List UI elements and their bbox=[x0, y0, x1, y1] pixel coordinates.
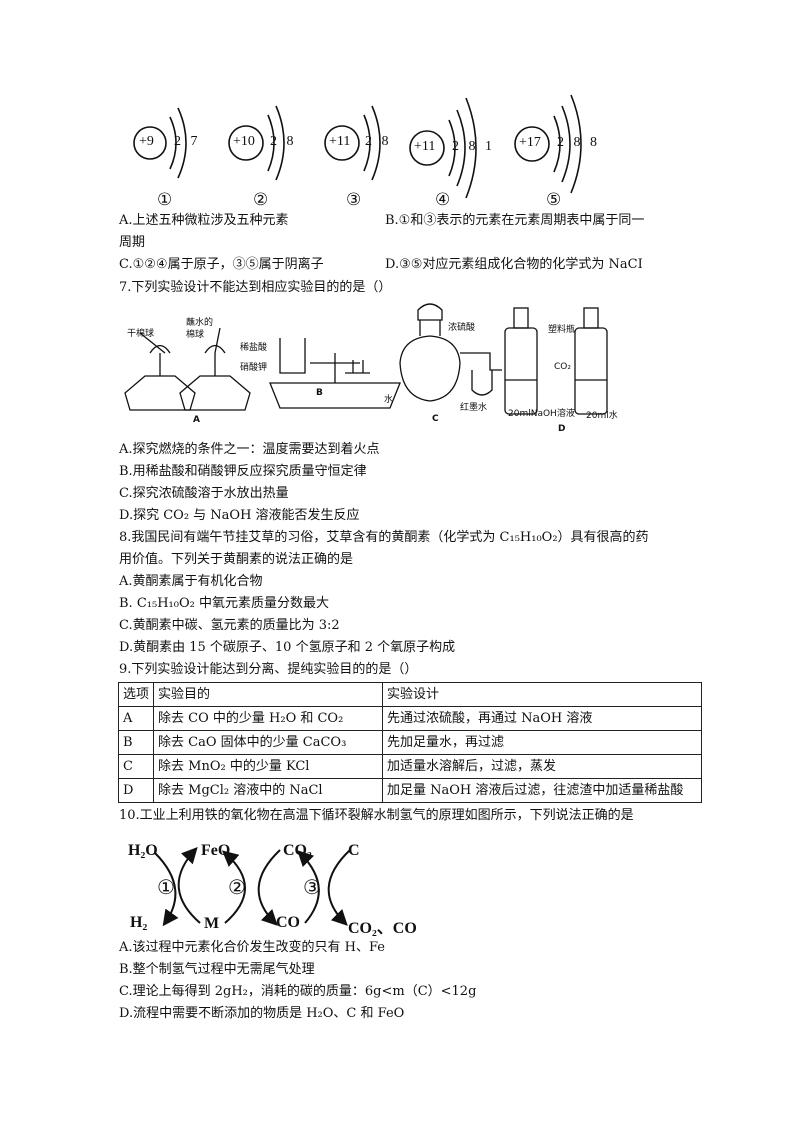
atom-4-index: ④ bbox=[435, 190, 451, 210]
q8-option-b: B. C₁₅H₁₀O₂ 中氧元素质量分数最大 bbox=[119, 596, 329, 611]
q7-option-d: D.探究 CO₂ 与 NaOH 溶液能否发生反应 bbox=[119, 508, 360, 523]
q7-option-b: B.用稀盐酸和硝酸钾反应探究质量守恒定律 bbox=[119, 464, 367, 479]
q8-stem: 8.我国民间有端午节挂艾草的习俗，艾草含有的黄酮素（化学式为 C₁₅H₁₀O₂）… bbox=[119, 530, 649, 545]
row-b-option: B bbox=[117, 730, 155, 755]
header-option: 选项 bbox=[117, 682, 155, 707]
q7-label-b: B bbox=[316, 388, 323, 398]
table-row: A 除去 CO 中的少量 H₂O 和 CO₂ 先通过浓硫酸，再通过 NaOH 溶… bbox=[117, 706, 703, 731]
atom-5-shells: 2 8 8 bbox=[557, 135, 600, 150]
table-row: D 除去 MgCl₂ 溶液中的 NaCl 加足量 NaOH 溶液后过滤，往滤渣中… bbox=[117, 778, 703, 803]
atom-5-index: ⑤ bbox=[546, 190, 562, 210]
q6-option-b: B.①和③表示的元素在元素周期表中属于同一 bbox=[385, 213, 645, 228]
row-a-design: 先通过浓硫酸，再通过 NaOH 溶液 bbox=[382, 706, 703, 731]
q7-label-a: A bbox=[193, 415, 200, 425]
q10-option-c: C.理论上每得到 2gH₂，消耗的碳的质量：6g<m（C）<12g bbox=[119, 984, 477, 999]
q6-option-b-cont: 周期 bbox=[119, 235, 146, 250]
q8-option-a: A.黄酮素属于有机化合物 bbox=[119, 574, 263, 589]
q8-option-d: D.黄酮素由 15 个碳原子、10 个氢原子和 2 个氧原子构成 bbox=[119, 640, 456, 655]
atom-3-shells: 2 8 bbox=[365, 134, 392, 149]
row-a-option: A bbox=[117, 706, 155, 731]
atom-4-shells: 2 8 1 bbox=[452, 139, 495, 154]
q10-option-a: A.该过程中元素化合价发生改变的只有 H、Fe bbox=[119, 940, 385, 955]
q7-label-d: D bbox=[558, 424, 566, 434]
atom-1-shells: 2 7 bbox=[174, 134, 201, 149]
atom-3-index: ③ bbox=[346, 190, 362, 210]
q7-apparatus-figure bbox=[124, 303, 608, 415]
atom-1-index: ① bbox=[157, 190, 173, 210]
q7-label-dry-cotton: 干棉球 bbox=[127, 329, 155, 339]
diagram-step-2: ② bbox=[228, 875, 246, 899]
diagram-co2-co: CO₂、CO bbox=[348, 920, 417, 937]
atom-2-shells: 2 8 bbox=[270, 134, 297, 149]
row-b-design: 先加足量水，再过滤 bbox=[382, 730, 703, 755]
row-b-purpose: 除去 CaO 固体中的少量 CaCO₃ bbox=[153, 730, 384, 755]
atom-5-nucleus: +17 bbox=[519, 135, 541, 150]
diagram-step-1: ① bbox=[157, 875, 175, 899]
row-d-option: D bbox=[117, 778, 155, 803]
atom-structure-diagrams bbox=[133, 94, 582, 199]
q10-option-b: B.整个制氢气过程中无需尾气处理 bbox=[119, 962, 315, 977]
atom-4-nucleus: +11 bbox=[414, 139, 436, 154]
table-row: C 除去 MnO₂ 中的少量 KCl 加适量水溶解后，过滤，蒸发 bbox=[117, 754, 703, 779]
q6-option-c: C.①②④属于原子，③⑤属于阴离子 bbox=[119, 257, 324, 272]
atom-2-index: ② bbox=[253, 190, 269, 210]
diagram-h2o: H₂O bbox=[128, 842, 158, 859]
q10-stem: 10.工业上利用铁的氧化物在高温下循环裂解水制氢气的原理如图所示，下列说法正确的… bbox=[119, 808, 634, 823]
q7-label-c: C bbox=[432, 414, 439, 424]
row-a-purpose: 除去 CO 中的少量 H₂O 和 CO₂ bbox=[153, 706, 384, 731]
row-d-purpose: 除去 MgCl₂ 溶液中的 NaCl bbox=[153, 778, 384, 803]
row-c-purpose: 除去 MnO₂ 中的少量 KCl bbox=[153, 754, 384, 779]
q7-label-ink: 红墨水 bbox=[460, 403, 488, 413]
atom-3-nucleus: +11 bbox=[329, 134, 351, 149]
diagram-m: M bbox=[204, 915, 220, 932]
diagram-feo: FeO bbox=[201, 842, 231, 859]
q10-option-d: D.流程中需要不断添加的物质是 H₂O、C 和 FeO bbox=[119, 1006, 405, 1021]
q7-option-a: A.探究燃烧的条件之一：温度需要达到着火点 bbox=[119, 442, 380, 457]
q7-option-c: C.探究浓硫酸溶于水放出热量 bbox=[119, 486, 289, 501]
q7-label-h2so4: 浓硫酸 bbox=[448, 323, 476, 333]
diagram-step-3: ③ bbox=[303, 875, 321, 899]
q9-options-table: 选项 实验目的 实验设计 A 除去 CO 中的少量 H₂O 和 CO₂ 先通过浓… bbox=[117, 682, 703, 803]
diagram-h2: H₂ bbox=[130, 914, 148, 931]
q7-label-hcl: 稀盐酸 bbox=[240, 343, 268, 353]
diagram-c-top: C bbox=[348, 842, 360, 859]
q6-option-d: D.③⑤对应元素组成化合物的化学式为 NaCI bbox=[385, 257, 643, 272]
diagram-co: CO bbox=[276, 914, 300, 931]
atom-1-nucleus: +9 bbox=[139, 134, 154, 149]
q6-option-a: A.上述五种微粒涉及五种元素 bbox=[119, 213, 289, 228]
table-header-row: 选项 实验目的 实验设计 bbox=[117, 682, 703, 707]
atom-2-nucleus: +10 bbox=[233, 134, 255, 149]
q10-cycle-diagram bbox=[154, 847, 351, 927]
table-row: B 除去 CaO 固体中的少量 CaCO₃ 先加足量水，再过滤 bbox=[117, 730, 703, 755]
q7-label-kno3: 硝酸钾 bbox=[240, 363, 268, 373]
q7-label-water: 水 bbox=[384, 395, 394, 405]
q7-label-wet-cotton-2: 棉球 bbox=[186, 330, 205, 340]
q7-label-wet-cotton: 蘸水的 bbox=[186, 318, 214, 328]
row-c-design: 加适量水溶解后，过滤，蒸发 bbox=[382, 754, 703, 779]
row-d-design: 加足量 NaOH 溶液后过滤，往滤渣中加适量稀盐酸 bbox=[382, 778, 703, 803]
q7-label-naoh: 20mlNaOH溶液 bbox=[508, 409, 575, 419]
q8-stem-cont: 用价值。下列关于黄酮素的说法正确的是 bbox=[119, 552, 354, 567]
q7-label-water-20ml: 20ml水 bbox=[586, 411, 618, 421]
row-c-option: C bbox=[117, 754, 155, 779]
q7-label-co2: CO₂ bbox=[554, 362, 571, 372]
q7-stem: 7.下列实验设计不能达到相应实验目的的是（） bbox=[119, 280, 392, 295]
q7-label-bottle: 塑料瓶 bbox=[548, 325, 576, 335]
header-design: 实验设计 bbox=[382, 682, 703, 707]
q8-option-c: C.黄酮素中碳、氢元素的质量比为 3:2 bbox=[119, 618, 340, 633]
q9-stem: 9.下列实验设计能达到分离、提纯实验目的的是（） bbox=[119, 662, 418, 677]
header-purpose: 实验目的 bbox=[153, 682, 384, 707]
diagram-co2-top: CO₂ bbox=[283, 842, 312, 859]
